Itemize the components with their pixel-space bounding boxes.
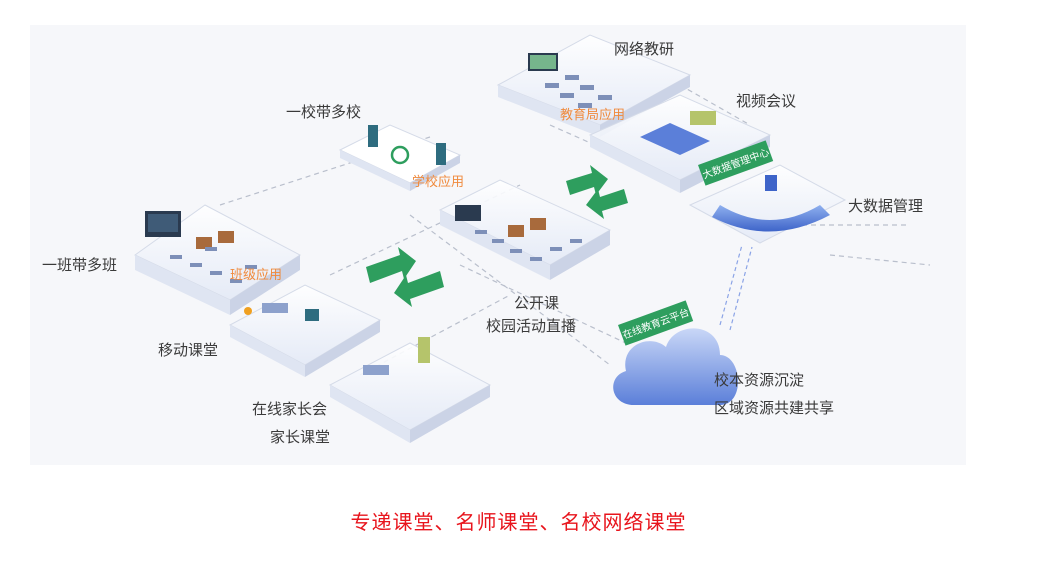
room-mobile-class	[228, 284, 382, 377]
label-campus-live: 校园活动直播	[486, 317, 577, 335]
label-big-data-mgmt: 大数据管理	[848, 197, 924, 215]
label-edu-bureau-app: 教育局应用	[560, 108, 626, 123]
diagram-canvas: 大数据管理中心 在线教育云平台 网络教研 教育局应用 视频会议 一校带多校 学校…	[30, 25, 966, 465]
label-video-meeting: 视频会议	[736, 92, 797, 110]
diagram-scene: 大数据管理中心 在线教育云平台	[134, 34, 931, 443]
room-open-class	[438, 179, 612, 280]
cloud-links	[719, 244, 753, 331]
label-network-research: 网络教研	[614, 40, 675, 58]
label-one-school-multi: 一校带多校	[286, 103, 362, 121]
label-regional-resource: 区域资源共建共享	[714, 399, 835, 417]
room-big-data-center	[688, 164, 847, 244]
label-open-class: 公开课	[514, 294, 560, 312]
caption: 专递课堂、名师课堂、名校网络课堂	[350, 510, 687, 534]
label-school-app: 学校应用	[412, 175, 465, 190]
label-mobile-class: 移动课堂	[158, 341, 219, 359]
room-network-research	[496, 34, 692, 137]
room-one-class-multi	[134, 204, 301, 315]
room-parent-meeting	[328, 337, 492, 443]
label-class-app: 班级应用	[230, 268, 283, 283]
label-parent-class: 家长课堂	[270, 428, 331, 446]
sync-arrows-left	[366, 247, 444, 307]
sync-arrows-right	[566, 165, 628, 219]
cloud-icon	[613, 328, 739, 405]
label-one-class-multi: 一班带多班	[42, 256, 118, 274]
room-one-school-multi	[338, 124, 462, 191]
label-school-resource: 校本资源沉淀	[714, 371, 805, 389]
label-online-parent-meeting: 在线家长会	[252, 400, 328, 418]
